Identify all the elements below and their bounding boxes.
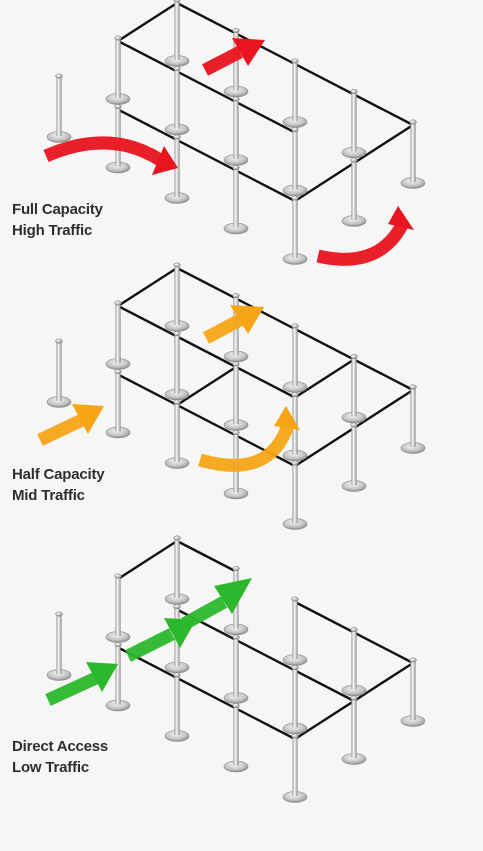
stanchion-post-icon	[282, 665, 308, 735]
belt-lines-layer	[116, 1, 415, 741]
retractable-belt-line	[175, 608, 356, 703]
retractable-belt-line	[116, 539, 179, 581]
entry-arrow-icon	[37, 404, 104, 446]
retractable-belt-line	[116, 108, 297, 203]
retractable-belt-line	[293, 699, 356, 741]
label-full-capacity: Full Capacity High Traffic	[12, 199, 103, 241]
stanchion-post-icon	[282, 58, 308, 128]
capacity-title: Direct Access	[12, 738, 109, 755]
traffic-level: High Traffic	[12, 222, 93, 239]
retractable-belt-line	[293, 161, 356, 203]
entry-arrow-icon	[43, 136, 178, 175]
retractable-belt-line	[352, 661, 415, 703]
stanchion-post-icon	[282, 127, 308, 197]
turn-arrow-icon	[316, 206, 414, 266]
stanchion-post-icon	[164, 331, 190, 401]
entry-arrow-icon	[45, 662, 118, 706]
stanchion-post-icon	[46, 611, 72, 681]
retractable-belt-line	[175, 365, 238, 407]
retractable-belt-line	[352, 123, 415, 165]
retractable-belt-line	[352, 388, 415, 430]
retractable-belt-line	[116, 39, 297, 134]
traffic-level: Low Traffic	[12, 759, 89, 776]
stanchion-post-icon	[282, 460, 308, 530]
stanchion-post-icon	[223, 703, 249, 773]
traffic-level: Mid Traffic	[12, 487, 85, 504]
label-direct-access: Direct Access Low Traffic	[12, 736, 108, 778]
stanchion-post-icon	[164, 399, 190, 469]
stanchion-post-icon	[223, 165, 249, 235]
stanchion-post-icon	[341, 157, 367, 227]
exit-arrow-icon	[202, 305, 264, 344]
stanchion-post-icon	[282, 733, 308, 803]
stanchion-post-icon	[282, 195, 308, 265]
retractable-belt-line	[234, 365, 297, 399]
stanchion-post-icon	[164, 672, 190, 742]
exit-arrow-icon	[180, 578, 252, 630]
capacity-title: Full Capacity	[12, 201, 103, 218]
stanchion-post-icon	[400, 657, 426, 727]
stanchion-post-icon	[105, 369, 131, 439]
stanchion-post-icon	[400, 119, 426, 189]
exit-arrow-icon	[202, 38, 265, 76]
retractable-belt-line	[293, 426, 356, 468]
turn-arrow-icon	[198, 406, 300, 472]
retractable-belt-line	[116, 646, 297, 741]
retractable-belt-line	[116, 1, 179, 43]
traffic-arrows-layer	[37, 38, 414, 706]
capacity-title: Half Capacity	[12, 466, 105, 483]
stanchion-post-icon	[400, 384, 426, 454]
retractable-belt-line	[116, 266, 179, 308]
stanchion-post-icon	[282, 323, 308, 393]
stanchion-post-icon	[46, 338, 72, 408]
stanchion-post-icon	[105, 104, 131, 174]
stanchion-post-icon	[164, 535, 190, 605]
stanchion-posts-layer	[46, 0, 426, 803]
stanchion-post-icon	[105, 300, 131, 370]
stanchion-post-icon	[105, 573, 131, 643]
stanchion-post-icon	[46, 73, 72, 143]
stanchion-post-icon	[341, 695, 367, 765]
retractable-belt-line	[175, 539, 238, 573]
stanchion-post-icon	[105, 642, 131, 712]
stanchion-post-icon	[105, 35, 131, 105]
stanchion-post-icon	[341, 422, 367, 492]
stanchion-post-icon	[164, 66, 190, 136]
retractable-belt-line	[293, 358, 356, 399]
label-half-capacity: Half Capacity Mid Traffic	[12, 464, 105, 506]
stanchion-post-icon	[164, 0, 190, 67]
